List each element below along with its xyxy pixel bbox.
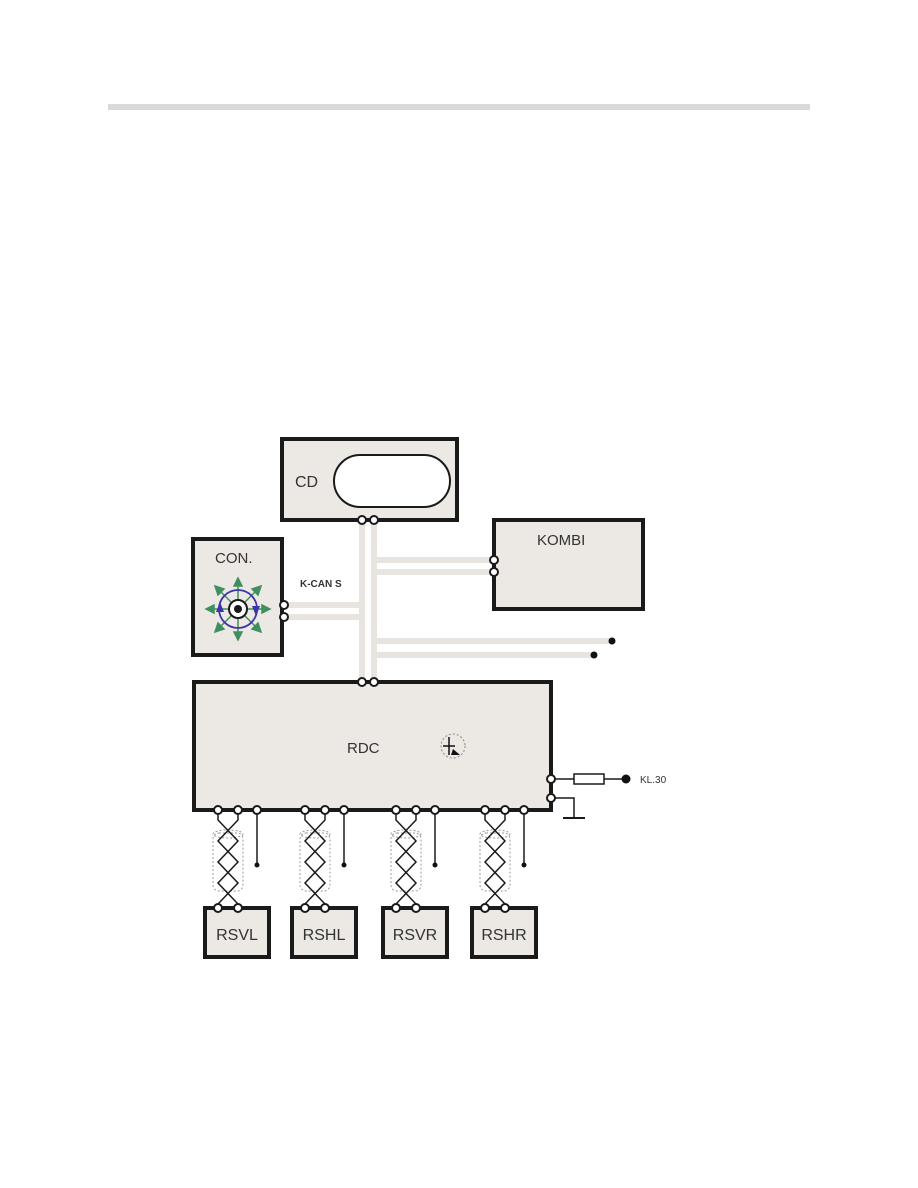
sensor-label: RSVL (216, 927, 258, 944)
cable-shield (390, 832, 422, 892)
sensor-box (470, 906, 538, 959)
cd-display (333, 454, 451, 508)
twisted-wire (394, 812, 418, 908)
twisted-wire (483, 812, 507, 908)
bus-label: K-CAN S (300, 579, 342, 590)
sensor-group-rshl: RSHL (290, 805, 358, 959)
power-supply: KL.30 (555, 773, 667, 819)
top-rule (108, 104, 810, 110)
sensor-group-rshr: RSHR (470, 805, 538, 959)
controller-unit: CON. (191, 537, 289, 657)
rdc-label: RDC (347, 740, 380, 757)
twisted-wire (216, 812, 240, 908)
cd-unit: CD (280, 437, 459, 525)
cd-label: CD (295, 474, 318, 491)
bus-end-dot (590, 651, 598, 659)
rdc-unit: RDC (192, 677, 556, 812)
sensor-label: RSHR (481, 927, 526, 944)
sensor-box (290, 906, 358, 959)
sensor-label: RSHL (303, 927, 346, 944)
kl30-terminal (621, 774, 631, 784)
kombi-unit: KOMBI (489, 518, 645, 611)
bus-end-dot (608, 637, 616, 645)
controller-knob-icon (204, 576, 272, 642)
fuse-icon (573, 773, 605, 785)
sensor-group-rsvl: RSVL (203, 805, 271, 959)
sensor-group-rsvr: RSVR (381, 805, 449, 959)
sensor-label: RSVR (393, 927, 437, 944)
cable-shield (479, 832, 511, 892)
con-label: CON. (215, 550, 253, 567)
tire-pressure-icon (440, 733, 466, 759)
twisted-wire (303, 812, 327, 908)
cable-shield (299, 832, 331, 892)
kl30-label: KL.30 (640, 775, 667, 786)
k-can-bus (286, 522, 612, 682)
cable-shield (212, 832, 244, 892)
kombi-label: KOMBI (537, 532, 585, 549)
sensor-groups: RSVL RSHL RSVR RSHR (203, 805, 538, 959)
